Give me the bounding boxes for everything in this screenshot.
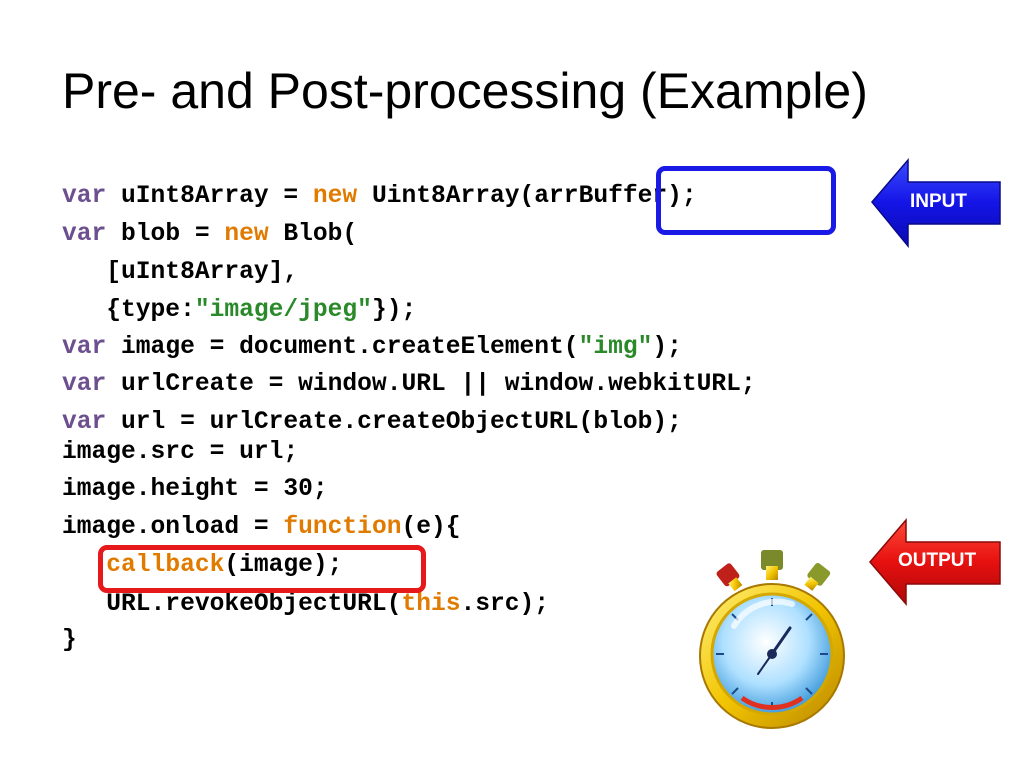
code-text: }); <box>371 297 417 324</box>
code-text: image.onload = <box>62 514 284 541</box>
code-string: "image/jpeg" <box>194 297 372 324</box>
code-line-11: callback(image); <box>62 551 342 581</box>
code-text: url = urlCreate.createObjectURL(blob); <box>106 409 682 436</box>
input-label: INPUT <box>910 191 967 212</box>
code-keyword: function <box>283 514 402 541</box>
output-highlight-box <box>98 545 426 593</box>
code-text: {type: <box>62 297 195 324</box>
code-keyword: var <box>62 334 107 361</box>
code-text: .src); <box>460 591 550 618</box>
code-text: URL.revokeObjectURL( <box>62 591 402 618</box>
code-line-5: var image = document.createElement("img"… <box>62 333 682 363</box>
code-line-6: var urlCreate = window.URL || window.web… <box>62 370 756 400</box>
code-keyword: var <box>62 183 107 210</box>
code-keyword: new <box>312 183 358 210</box>
code-text: urlCreate = window.URL || window.webkitU… <box>106 371 756 398</box>
output-label: OUTPUT <box>898 550 977 571</box>
code-line-8: image.src = url; <box>62 438 298 468</box>
code-keyword: var <box>62 221 107 248</box>
code-line-4: {type:"image/jpeg"}); <box>62 296 416 326</box>
code-text: image.height = 30; <box>62 476 328 503</box>
code-line-12: URL.revokeObjectURL(this.src); <box>62 590 549 620</box>
code-keyword: callback <box>106 552 225 579</box>
code-text: image = document.createElement( <box>106 334 579 361</box>
code-line-10: image.onload = function(e){ <box>62 513 461 543</box>
code-line-2: var blob = new Blob( <box>62 220 357 250</box>
code-text: (image); <box>224 552 343 579</box>
code-line-3: [uInt8Array], <box>62 258 298 288</box>
code-keyword: var <box>62 409 107 436</box>
slide-title: Pre- and Post-processing (Example) <box>62 63 868 119</box>
code-text: image.src = url; <box>62 439 299 466</box>
code-text: (e){ <box>401 514 461 541</box>
code-text: Uint8Array(arrBuffer); <box>357 183 697 210</box>
code-text: blob = <box>106 221 225 248</box>
code-line-1: var uInt8Array = new Uint8Array(arrBuffe… <box>62 182 697 212</box>
stopwatch-icon <box>699 550 845 729</box>
code-line-7: var url = urlCreate.createObjectURL(blob… <box>62 408 682 438</box>
code-keyword: var <box>62 371 107 398</box>
code-line-13: } <box>62 626 77 656</box>
output-arrow-icon <box>869 517 1001 607</box>
code-text: } <box>62 627 77 654</box>
code-text: uInt8Array = <box>106 183 313 210</box>
code-text: Blob( <box>268 221 358 248</box>
code-line-9: image.height = 30; <box>62 475 328 505</box>
input-arrow-icon <box>871 157 1001 249</box>
code-text: [uInt8Array], <box>62 259 299 286</box>
code-string: "img" <box>578 334 653 361</box>
input-highlight-box <box>656 166 836 235</box>
code-keyword: this <box>401 591 461 618</box>
code-keyword: new <box>224 221 269 248</box>
code-text: ); <box>652 334 682 361</box>
